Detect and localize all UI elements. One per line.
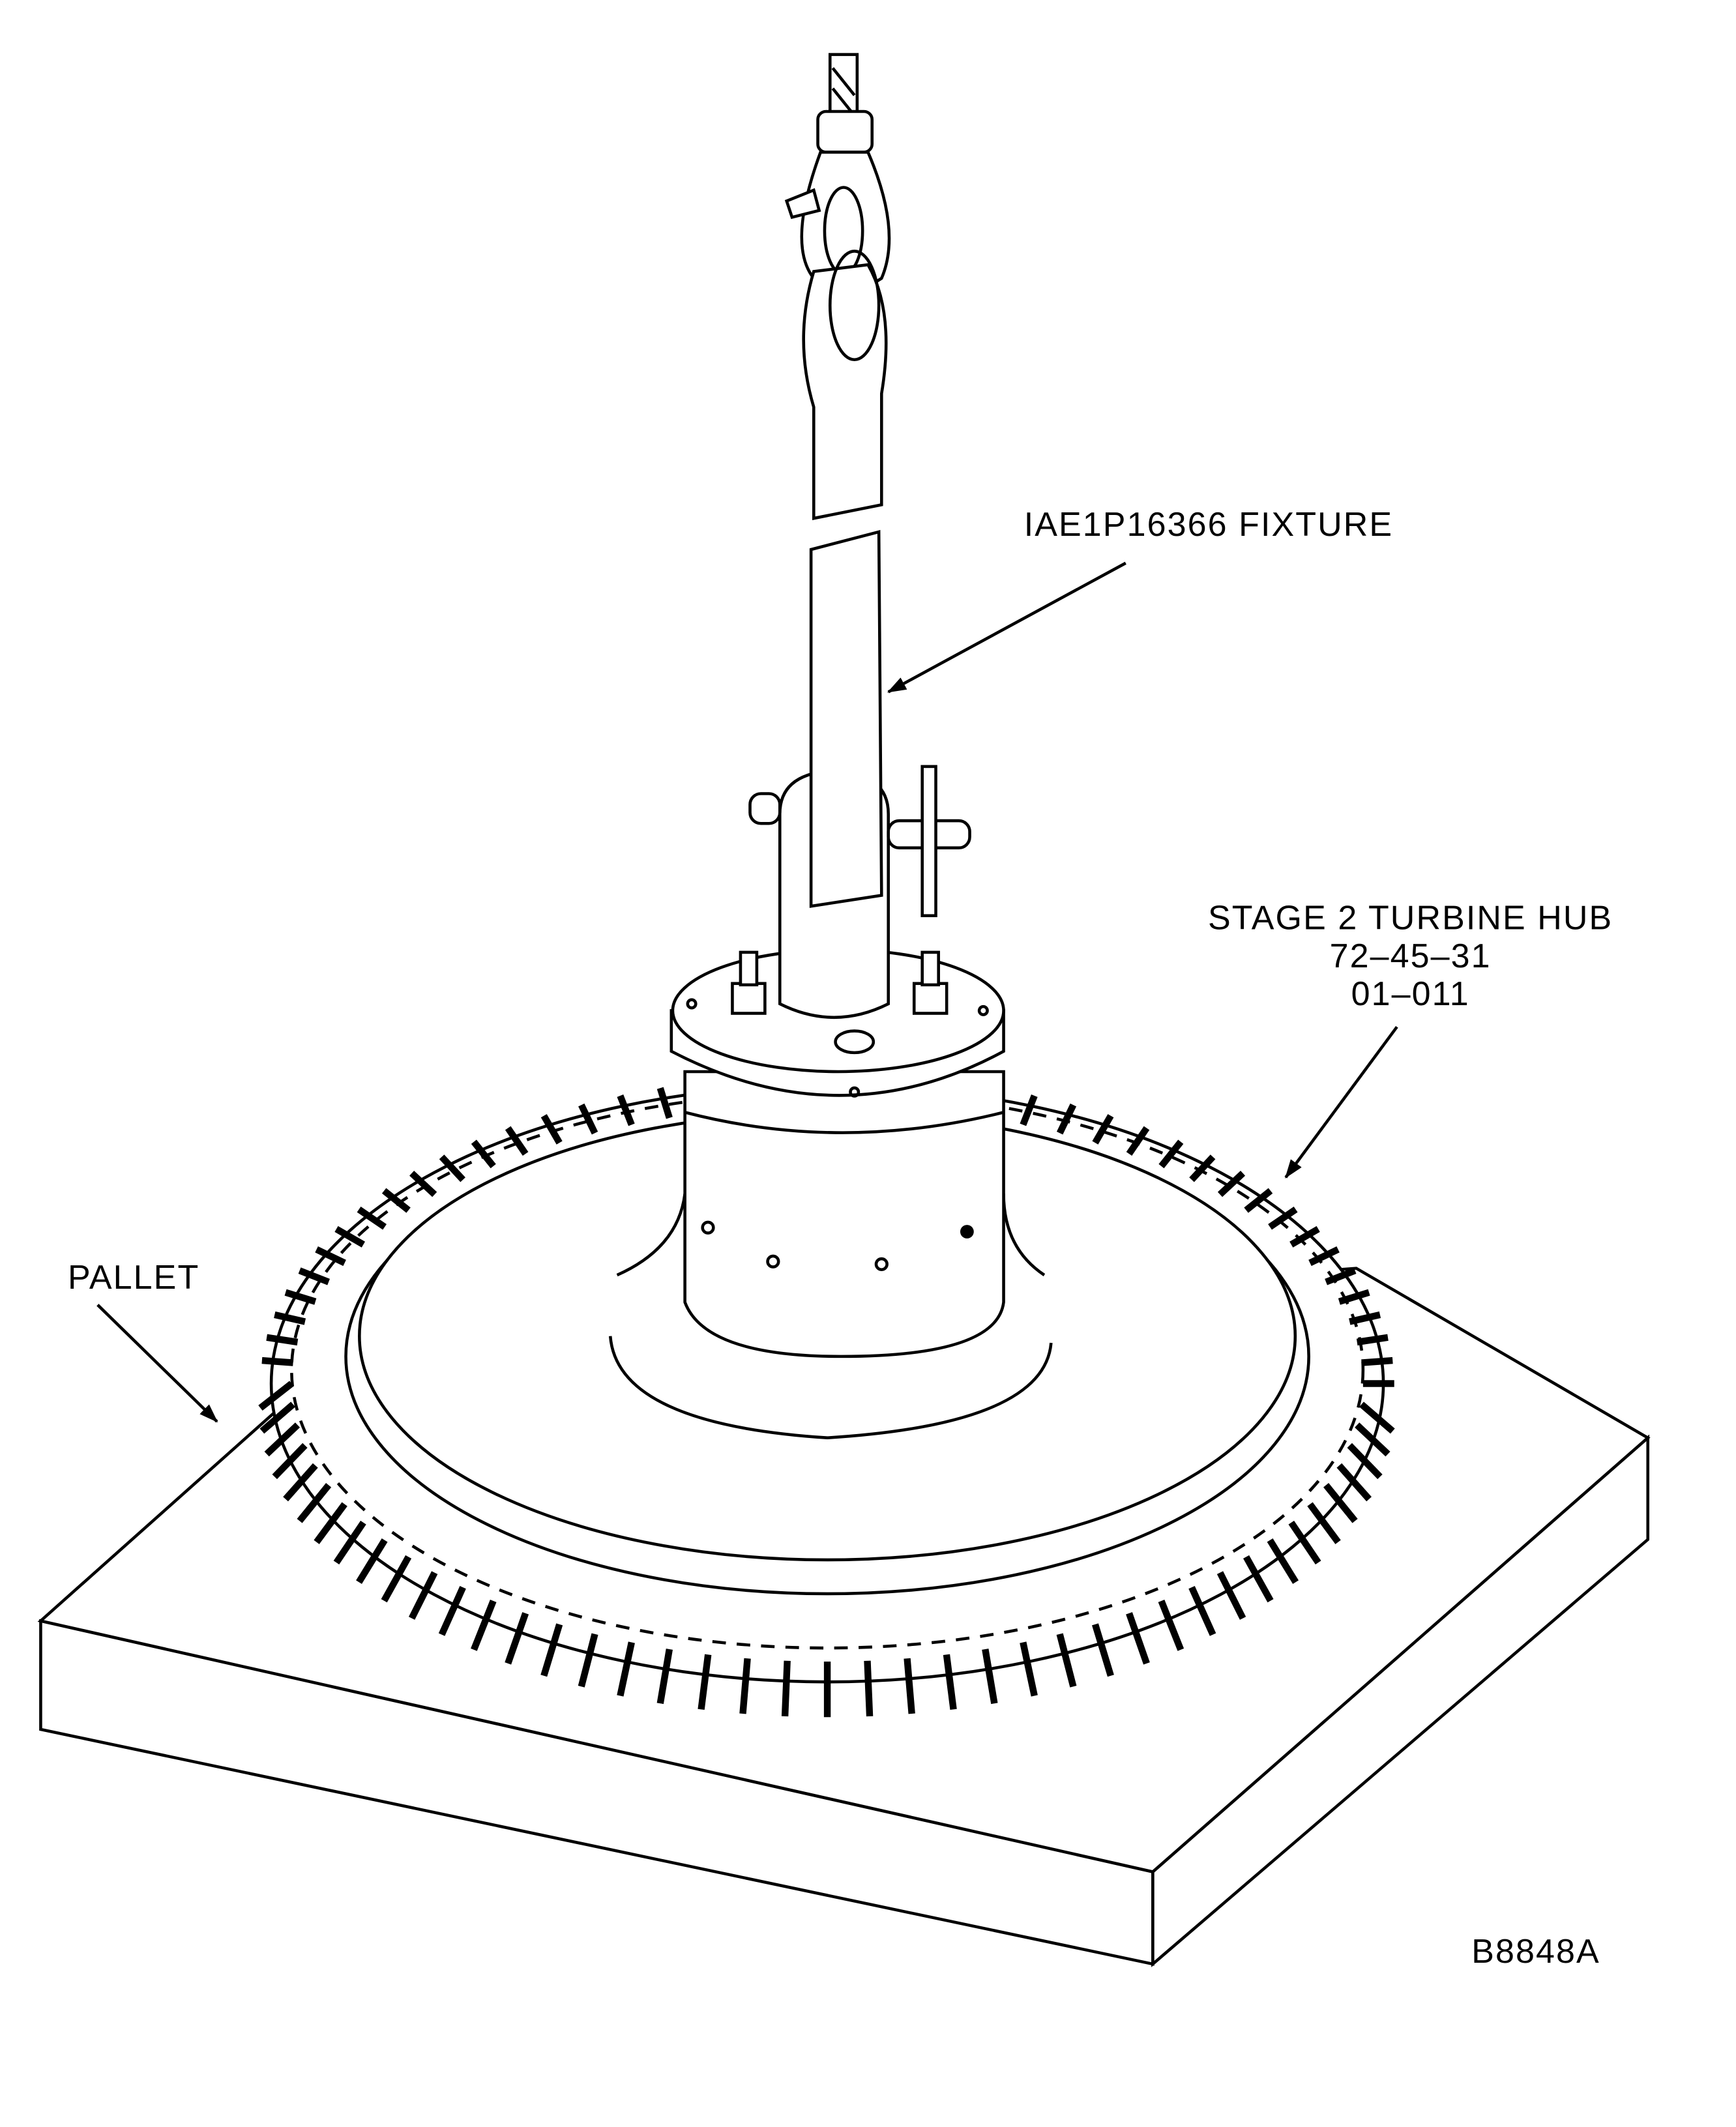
blade-tooth <box>1308 1246 1340 1267</box>
blade-tooth <box>334 1225 365 1248</box>
blade-tooth <box>1323 1483 1358 1523</box>
blade-tooth <box>864 1660 874 1717</box>
blade-tooth <box>781 1660 791 1717</box>
lifting-hook <box>784 53 891 520</box>
pallet-label: PALLET <box>68 1259 199 1297</box>
blade-tooth <box>1359 1401 1395 1434</box>
blade-tooth <box>297 1483 332 1523</box>
blade-tooth <box>617 1094 635 1126</box>
blade-tooth <box>1158 1139 1184 1169</box>
blade-tooth <box>505 1612 529 1665</box>
fixture-label: IAE1P16366 FIXTURE <box>1024 506 1393 544</box>
hub-leader-arrow <box>1284 1025 1398 1179</box>
hub-label-line3: 01–011 <box>1351 975 1470 1013</box>
blade-tooth <box>259 1401 295 1434</box>
hub-label-line1: STAGE 2 TURBINE HUB <box>1208 900 1613 937</box>
blade-tooth <box>333 1520 366 1565</box>
blade-tooth <box>1216 1571 1246 1620</box>
blade-tooth <box>1020 1641 1038 1697</box>
blade-tooth <box>272 1443 308 1480</box>
blade-tooth <box>1158 1600 1184 1651</box>
blade-tooth <box>1056 1633 1077 1688</box>
blade-tooth <box>739 1658 751 1714</box>
hub-cylinder <box>683 1070 1005 1358</box>
blade-tooth <box>578 1633 598 1688</box>
hub-label-line2: 72–45–31 <box>1330 937 1492 975</box>
blade-tooth <box>1268 1206 1298 1230</box>
blade-tooth <box>258 1381 294 1411</box>
blade-tooth <box>1347 1443 1383 1480</box>
blade-tooth <box>1289 1225 1320 1248</box>
blade-tooth <box>1356 1334 1389 1346</box>
fixture-leader-arrow <box>887 561 1126 694</box>
pallet-leader-arrow <box>96 1304 218 1423</box>
blade-tooth <box>1243 1555 1274 1603</box>
blade-tooth <box>1092 1623 1114 1677</box>
blade-tooth <box>356 1538 388 1584</box>
blade-tooth <box>904 1658 915 1714</box>
blade-tooth <box>438 1586 466 1636</box>
blade-tooth <box>283 1463 318 1502</box>
blade-tooth <box>1349 1311 1381 1325</box>
blade-tooth <box>315 1246 346 1267</box>
blade-tooth <box>284 1289 317 1305</box>
blade-tooth <box>982 1649 998 1705</box>
blade-tooth <box>409 1171 437 1197</box>
blade-tooth <box>298 1267 331 1285</box>
blade-tooth <box>1126 1126 1150 1156</box>
blade-tooth <box>1126 1612 1150 1665</box>
blade-tooth <box>261 1357 293 1366</box>
blade-tooth <box>1189 1154 1216 1182</box>
blade-tooth <box>408 1571 438 1620</box>
blade-tooth <box>1288 1520 1321 1565</box>
blade-tooth <box>381 1188 411 1213</box>
blade-tooth <box>617 1641 635 1697</box>
blade-tooth <box>381 1555 412 1603</box>
blade-tooth <box>471 1600 497 1651</box>
blade-tooth <box>1307 1502 1341 1544</box>
blade-tooth <box>471 1139 496 1169</box>
blade-tooth <box>1361 1357 1393 1366</box>
fixture-bar <box>809 530 883 908</box>
blade-tooth <box>274 1311 306 1325</box>
blade-tooth <box>1325 1267 1357 1285</box>
blade-tooth <box>1092 1114 1114 1145</box>
figure-id: B8848A <box>1471 1933 1600 1971</box>
blade-tooth <box>1056 1103 1077 1135</box>
blade-tooth <box>578 1103 598 1135</box>
blade-tooth <box>540 1623 563 1677</box>
blade-tooth <box>1188 1586 1216 1636</box>
blade-tooth <box>1267 1538 1299 1584</box>
blade-tooth <box>1020 1094 1038 1126</box>
blade-tooth <box>266 1334 299 1346</box>
blade-tooth <box>439 1154 465 1182</box>
blade-tooth <box>1217 1171 1246 1197</box>
blade-tooth <box>1336 1463 1372 1502</box>
blade-tooth <box>1338 1289 1370 1305</box>
blade-tooth <box>656 1087 673 1119</box>
blade-tooth <box>656 1649 673 1705</box>
blade-tooth <box>357 1206 387 1230</box>
blade-tooth <box>1244 1188 1273 1213</box>
blade-tooth <box>264 1422 301 1457</box>
blade-tooth <box>698 1654 712 1710</box>
blade-tooth <box>505 1126 529 1156</box>
blade-tooth <box>314 1502 347 1544</box>
blade-tooth <box>1355 1422 1390 1457</box>
blade-tooth <box>540 1114 563 1145</box>
blade-tooth <box>943 1654 957 1710</box>
